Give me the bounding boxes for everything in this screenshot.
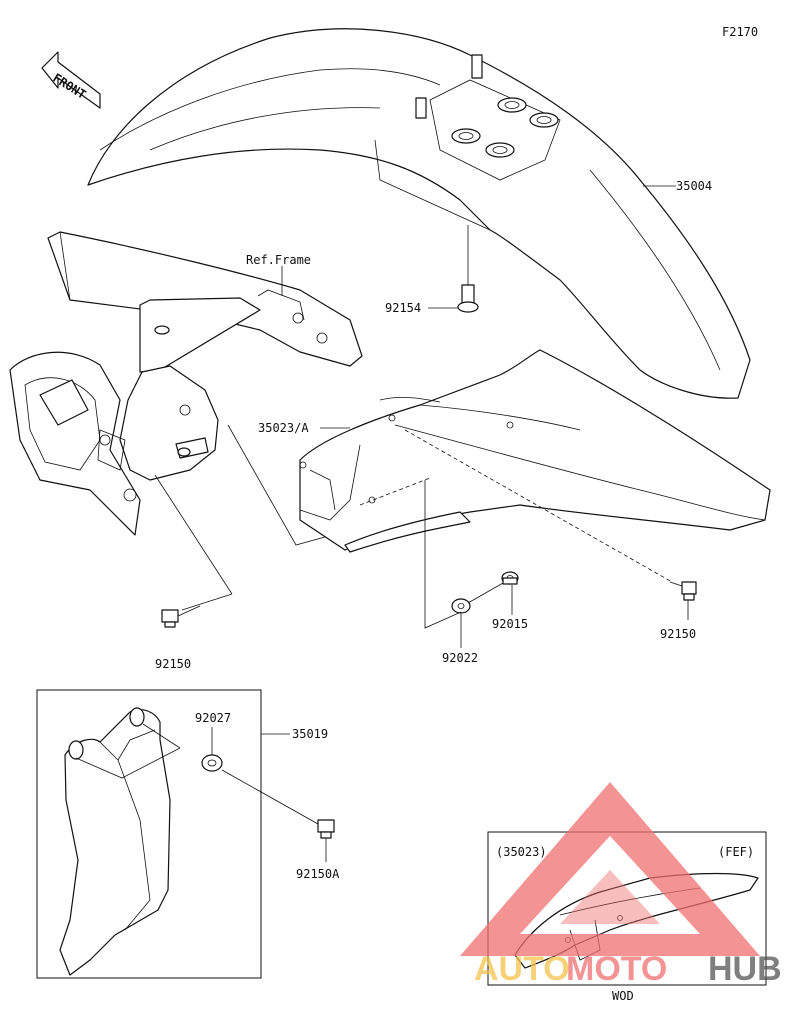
- callout-bolt-guard: 92150A: [296, 867, 340, 881]
- callout-fork-guard: 35019: [292, 727, 328, 741]
- watermark-part-2: MOTO: [566, 950, 667, 988]
- nut-92015-drawing: [501, 571, 519, 585]
- fork-guard-drawing: [59, 707, 171, 976]
- watermark-part-1: AUTO: [474, 950, 570, 988]
- callout-bolt-left: 92150: [155, 657, 191, 671]
- fender-guard-assembly-drawing: [299, 349, 771, 583]
- bolt-92154-drawing: [457, 225, 479, 313]
- washer-92022-drawing: [451, 598, 471, 614]
- callout-bolt-fender-top: 92154: [385, 301, 421, 315]
- bolt-92150A-drawing: [317, 819, 335, 839]
- automotohub-watermark-logo: AUTO MOTO HUB: [460, 782, 782, 988]
- ref-frame-label: Ref.Frame: [246, 253, 311, 267]
- inset-part-ref: (35023): [496, 845, 547, 859]
- callout-washer: 92022: [442, 651, 478, 665]
- fork-guard-box: [36, 689, 262, 979]
- figure-code: F2170: [722, 25, 758, 39]
- callout-bolt-right: 92150: [660, 627, 696, 641]
- callout-washer-guard: 92027: [195, 711, 231, 725]
- callout-nut: 92015: [492, 617, 528, 631]
- callout-front-fender: 35004: [676, 179, 712, 193]
- inset-region: (FEF): [718, 845, 754, 859]
- bolt-92150-right-drawing: [669, 581, 697, 601]
- inset-caption: WOD: [612, 989, 634, 1003]
- bolt-92150-left-drawing: [161, 605, 201, 628]
- washer-92027-drawing: [201, 727, 223, 772]
- watermark-part-3: HUB: [708, 950, 782, 988]
- front-arrow-icon: FRONT: [41, 51, 101, 109]
- frame-reference-drawing: [9, 231, 363, 536]
- front-fender-drawing: [87, 28, 751, 399]
- callout-guard-assy: 35023/A: [258, 421, 309, 435]
